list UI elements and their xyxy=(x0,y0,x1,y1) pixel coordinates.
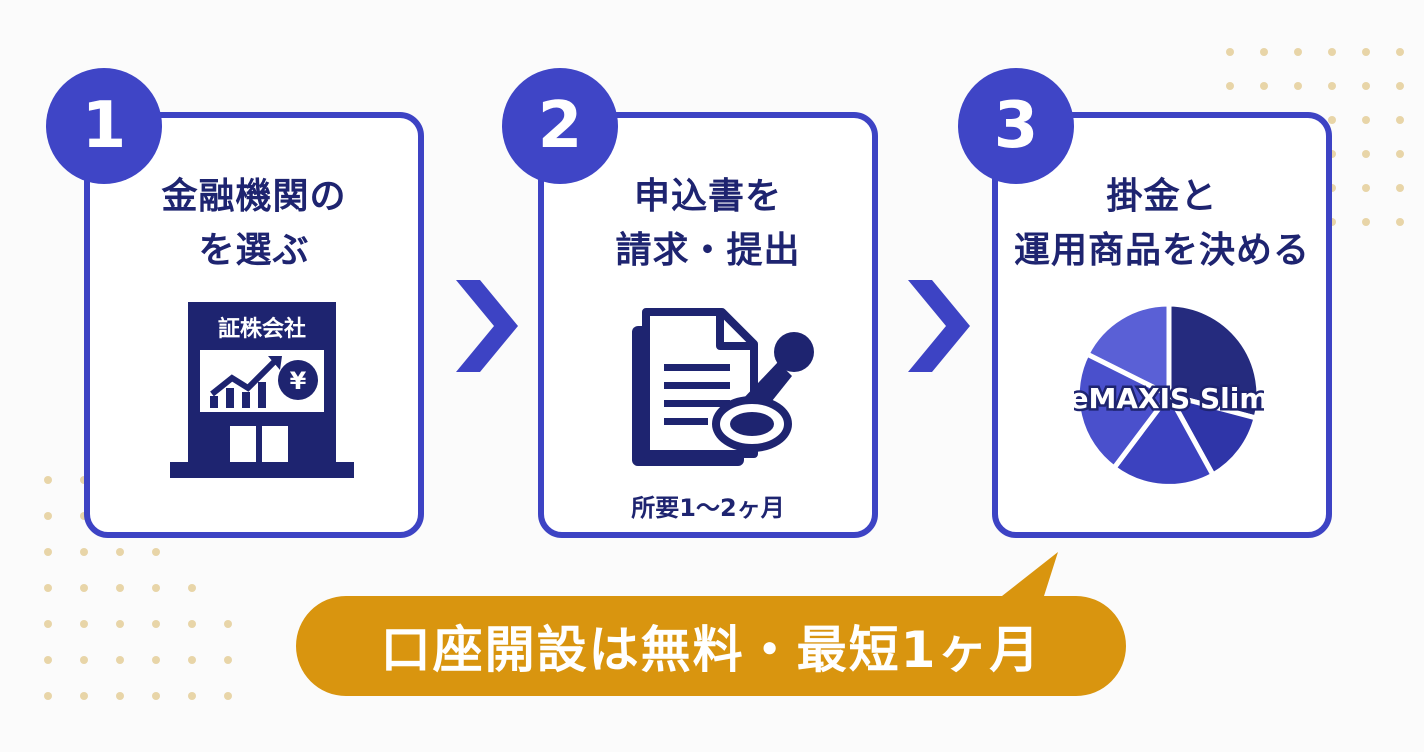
decorative-dot xyxy=(44,584,52,592)
decorative-dot xyxy=(188,620,196,628)
step-2-number-badge: 2 xyxy=(502,68,618,184)
decorative-dot xyxy=(188,656,196,664)
decorative-dot xyxy=(1396,184,1404,192)
step-1-number-badge: 1 xyxy=(46,68,162,184)
decorative-dot xyxy=(116,656,124,664)
decorative-dot xyxy=(1396,82,1404,90)
pie-chart-icon: eMAXIS Slim xyxy=(1074,301,1264,489)
decorative-dot xyxy=(116,548,124,556)
decorative-dot xyxy=(1396,218,1404,226)
decorative-dot xyxy=(188,584,196,592)
yen-symbol: ¥ xyxy=(290,367,307,395)
decorative-dot xyxy=(1294,82,1302,90)
decorative-dot xyxy=(224,692,232,700)
decorative-dot xyxy=(80,692,88,700)
duration-note: 所要1～2ヶ月 xyxy=(631,494,785,522)
step-card-2: 申込書を 請求・提出 所要1～2ヶ月 xyxy=(538,112,878,538)
decorative-dot xyxy=(1328,82,1336,90)
decorative-dot xyxy=(44,476,52,484)
decorative-dot xyxy=(152,548,160,556)
step-card-1: 金融機関の を選ぶ 証株会社 ¥ xyxy=(84,112,424,538)
decorative-dot xyxy=(1362,218,1370,226)
step-3-title: 掛金と 運用商品を決める xyxy=(1013,176,1310,271)
step-card-3: 掛金と 運用商品を決める eMAXIS Slim xyxy=(992,112,1332,538)
decorative-dot xyxy=(152,692,160,700)
decorative-dot xyxy=(1328,184,1336,192)
decorative-dot xyxy=(44,512,52,520)
decorative-dot xyxy=(1362,48,1370,56)
chevron-right-icon xyxy=(908,280,970,372)
decorative-dot xyxy=(1328,150,1336,158)
decorative-dot xyxy=(224,620,232,628)
decorative-dot xyxy=(224,656,232,664)
decorative-dot xyxy=(44,548,52,556)
decorative-dot xyxy=(188,692,196,700)
building-sign-text: 証株会社 xyxy=(218,316,306,342)
decorative-dot xyxy=(1226,82,1234,90)
decorative-dot xyxy=(44,656,52,664)
decorative-dot xyxy=(80,620,88,628)
decorative-dot xyxy=(116,692,124,700)
document-stamp-icon xyxy=(632,308,814,466)
decorative-dot xyxy=(1362,150,1370,158)
decorative-dot xyxy=(1396,48,1404,56)
chevron-right-icon xyxy=(456,280,518,372)
decorative-dot xyxy=(1328,48,1336,56)
decorative-dot xyxy=(1396,150,1404,158)
step-1-title: 金融機関の を選ぶ xyxy=(161,176,347,271)
decorative-dot xyxy=(1362,82,1370,90)
step-2-title: 申込書を 請求・提出 xyxy=(615,176,801,271)
decorative-dot xyxy=(1328,218,1336,226)
decorative-dot xyxy=(1362,116,1370,124)
decorative-dot xyxy=(116,620,124,628)
decorative-dot xyxy=(44,692,52,700)
callout-bubble xyxy=(296,552,1126,696)
decorative-dot xyxy=(152,620,160,628)
decorative-dot xyxy=(116,584,124,592)
decorative-dot xyxy=(1362,184,1370,192)
decorative-dot xyxy=(1328,116,1336,124)
building-icon: 証株会社 ¥ xyxy=(170,302,354,478)
decorative-dot xyxy=(1226,48,1234,56)
decorative-dot xyxy=(80,548,88,556)
decorative-dot xyxy=(152,656,160,664)
decorative-dot xyxy=(152,584,160,592)
decorative-dot xyxy=(44,620,52,628)
decorative-dot xyxy=(1396,116,1404,124)
decorative-dot xyxy=(1260,82,1268,90)
decorative-dot xyxy=(80,656,88,664)
product-name: eMAXIS Slim xyxy=(1074,382,1264,415)
decorative-dot xyxy=(1294,48,1302,56)
step-3-number-badge: 3 xyxy=(958,68,1074,184)
decorative-dot xyxy=(80,584,88,592)
callout-text: 口座開設は無料・最短1ヶ月 xyxy=(380,621,1042,679)
decorative-dot xyxy=(1260,48,1268,56)
